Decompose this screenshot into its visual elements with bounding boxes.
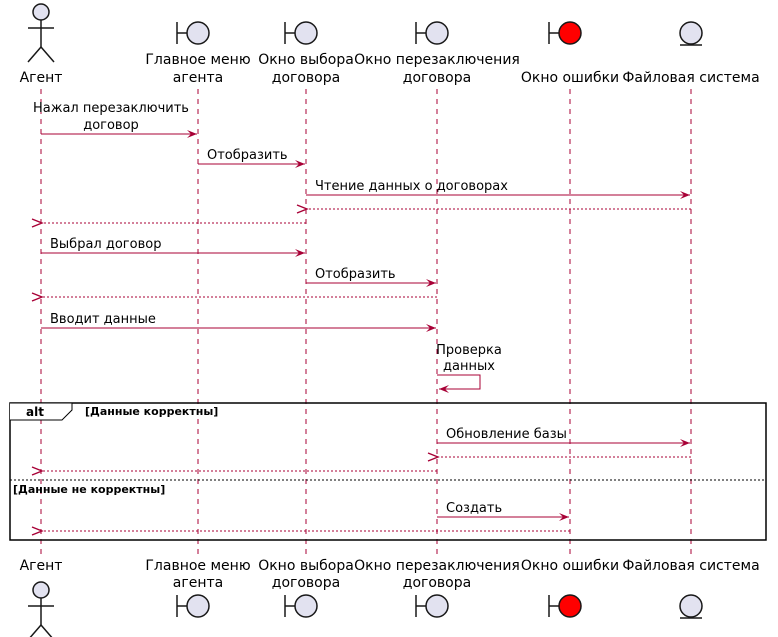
- participant-error-bottom: Окно ошибки: [521, 558, 619, 618]
- message-11: Обновление базы: [437, 427, 690, 447]
- boundary-icon: [415, 594, 449, 618]
- participant-label: Окно ошибки: [521, 558, 619, 574]
- participant-label: Окно перезаключения: [354, 558, 520, 574]
- message-14: Создать: [437, 501, 569, 521]
- participant-label: Окно ошибки: [521, 70, 619, 86]
- arrow-head: [295, 160, 305, 168]
- participant-label: Окно перезаключения: [354, 52, 520, 68]
- entity-icon: [679, 21, 703, 46]
- lifelines: [40, 89, 692, 556]
- message-13: [31, 466, 437, 476]
- message-2: Отобразить: [198, 148, 305, 168]
- message-label: Чтение данных о договорах: [315, 179, 508, 194]
- arrow-head: [31, 292, 44, 302]
- participant-fs-top: Файловая система: [622, 21, 760, 86]
- stick-figure-icon: [27, 3, 55, 63]
- boundary-icon: [176, 21, 210, 45]
- fragment-frame: [9, 402, 767, 541]
- boundary-icon: [284, 594, 318, 618]
- message-label: Отобразить: [315, 267, 396, 282]
- entity-icon: [679, 594, 703, 619]
- boundary-icon: [176, 594, 210, 618]
- boundary-icon: [548, 21, 582, 45]
- participant-label: Агент: [20, 70, 63, 86]
- arrow-head: [187, 130, 197, 138]
- message-label: Вводит данные: [50, 312, 156, 327]
- message-label: Проверка: [436, 343, 502, 358]
- message-label: Отобразить: [207, 148, 288, 163]
- participant-label: договора: [403, 575, 471, 591]
- participant-label: Агент: [20, 558, 63, 574]
- arrow-head: [559, 513, 569, 521]
- message-7: Отобразить: [306, 267, 436, 287]
- arrow-head: [296, 204, 309, 214]
- message-3: Чтение данных о договорах: [306, 179, 690, 199]
- arrow-head: [427, 452, 440, 462]
- messages: Нажал перезаключитьдоговорОтобразитьЧтен…: [31, 101, 691, 536]
- participant-agent-top: Агент: [20, 3, 63, 86]
- stick-figure-icon: [28, 581, 54, 637]
- participant-fs-bottom: Файловая система: [622, 558, 760, 619]
- message-label: данных: [443, 359, 495, 374]
- message-4: [296, 204, 691, 214]
- participant-error-top: Окно ошибки: [521, 21, 619, 86]
- boundary-icon: [415, 21, 449, 45]
- alt-fragment: alt [Данные корректны] [Данные не корректн…: [9, 402, 767, 541]
- message-8: [31, 292, 437, 302]
- arrow-head: [31, 218, 44, 228]
- arrow-head: [31, 526, 44, 536]
- boundary-icon: [548, 594, 582, 618]
- arrow-head: [426, 324, 436, 332]
- participant-choose-top: Окно выбора договора: [258, 21, 354, 86]
- participant-label: агента: [173, 575, 223, 591]
- message-12: [427, 452, 691, 462]
- participant-label: договора: [403, 70, 471, 86]
- arrow-head: [426, 279, 436, 287]
- fragment-tab: [10, 402, 73, 421]
- arrow-head: [31, 466, 44, 476]
- message-6: Выбрал договор: [41, 237, 305, 257]
- participant-label: договора: [272, 70, 340, 86]
- arrow-head: [680, 439, 690, 447]
- participant-label: Файловая система: [622, 70, 759, 86]
- arrow-head: [295, 249, 305, 257]
- message-9: Вводит данные: [41, 312, 436, 332]
- participant-label: Окно выбора: [258, 558, 354, 574]
- participant-label: агента: [173, 70, 223, 86]
- fragment-condition: [Данные корректны]: [85, 405, 218, 418]
- message-label: договор: [83, 118, 139, 133]
- fragment-condition: [Данные не корректны]: [13, 483, 165, 496]
- message-5: [31, 218, 306, 228]
- participant-label: договора: [272, 575, 340, 591]
- participant-reconclude-top: Окно перезаключения договора: [354, 21, 520, 86]
- arrow-head: [439, 385, 449, 393]
- participant-menu-top: Главное меню агента: [145, 21, 251, 86]
- message-label: Обновление базы: [446, 427, 567, 442]
- self-call-line: [437, 374, 481, 390]
- arrow-head: [680, 191, 690, 199]
- message-label: Создать: [446, 501, 502, 516]
- message-15: [31, 526, 570, 536]
- participant-label: Файловая система: [622, 558, 759, 574]
- message-label: Выбрал договор: [50, 237, 161, 252]
- message-1: Нажал перезаключить договор: [33, 101, 197, 138]
- boundary-icon: [284, 21, 318, 45]
- participant-label: Главное меню: [145, 558, 250, 574]
- participant-label: Окно выбора: [258, 52, 354, 68]
- message-label: Нажал перезаключить: [33, 101, 189, 116]
- fragment-keyword: alt: [26, 405, 44, 419]
- participant-agent-bottom: Агент: [20, 558, 63, 637]
- participant-label: Главное меню: [145, 52, 250, 68]
